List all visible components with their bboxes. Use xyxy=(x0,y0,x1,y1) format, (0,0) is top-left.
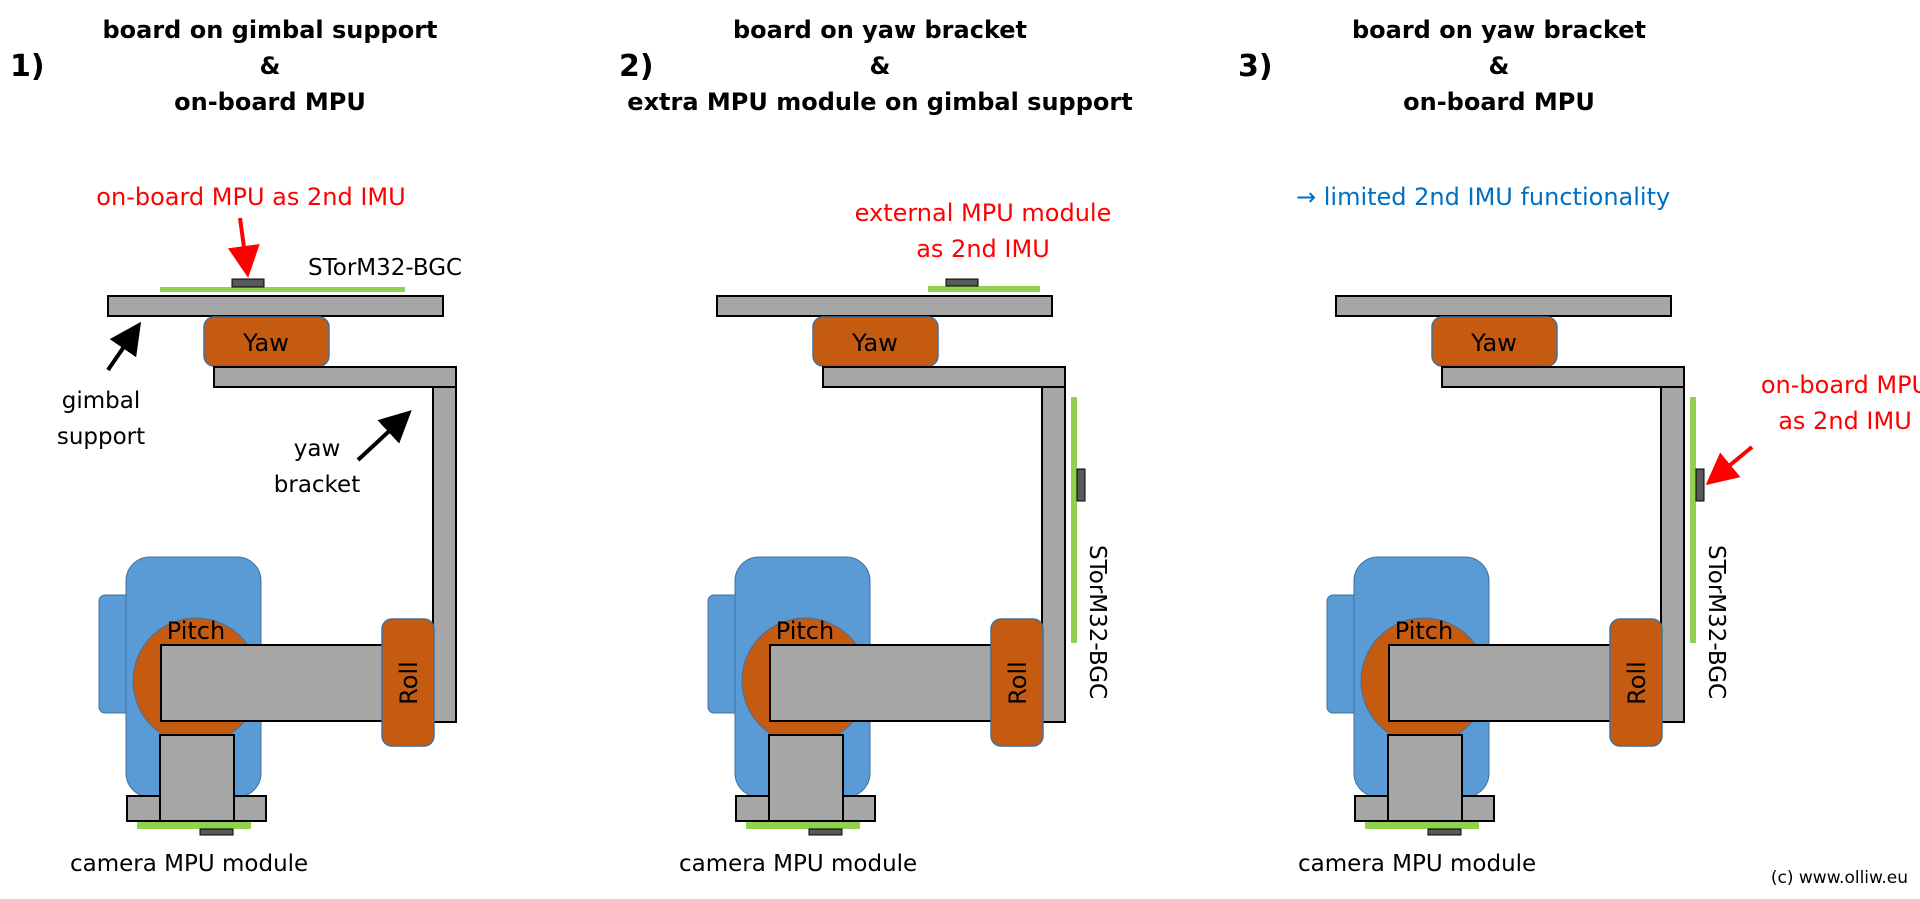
panel-title-line-1: board on gimbal support xyxy=(102,16,437,44)
panel-title-line-2: & xyxy=(1489,52,1510,80)
camera-label: camera MPU module xyxy=(70,851,308,877)
panel-1: 1) board on gimbal support & on-board MP… xyxy=(10,16,462,877)
pitch-arm-vertical xyxy=(768,734,844,822)
panel-title-line-3: extra MPU module on gimbal support xyxy=(627,88,1132,116)
panel-number: 3) xyxy=(1238,49,1273,84)
yaw-bracket-horizontal xyxy=(1441,366,1685,388)
panel-number: 2) xyxy=(619,49,654,84)
pcb-board xyxy=(1071,397,1077,643)
panel-title-line-2: & xyxy=(870,52,891,80)
yaw-bracket-vertical xyxy=(1041,386,1066,723)
panel-title-line-3: on-board MPU xyxy=(1403,88,1595,116)
red-arrow-icon xyxy=(227,217,260,278)
yaw-motor-label: Yaw xyxy=(1470,329,1517,357)
mpu-note-line-1: external MPU module xyxy=(855,199,1112,227)
black-arrow-icon xyxy=(106,321,142,372)
black-arrow-icon xyxy=(356,410,412,462)
pitch-motor-label: Pitch xyxy=(776,617,834,645)
panel-title-line-2: & xyxy=(260,52,281,80)
gimbal-support-label-2: support xyxy=(57,424,145,450)
limited-functionality-note: → limited 2nd IMU functionality xyxy=(1296,183,1670,211)
camera-mpu-pcb xyxy=(746,822,860,829)
pitch-motor-label: Pitch xyxy=(167,617,225,645)
yaw-motor-label: Yaw xyxy=(242,329,289,357)
panel-title-line-3: on-board MPU xyxy=(174,88,366,116)
mpu-note-line-2: as 2nd IMU xyxy=(916,235,1050,263)
yaw-motor-label: Yaw xyxy=(851,329,898,357)
pitch-arm-vertical xyxy=(1387,734,1463,822)
pcb-board xyxy=(1690,397,1696,643)
pitch-motor-label: Pitch xyxy=(1395,617,1453,645)
camera-mpu-pcb xyxy=(1365,822,1479,829)
gimbal-support-label-1: gimbal xyxy=(62,388,140,414)
roll-motor-label: Roll xyxy=(1623,661,1651,705)
mpu-chip xyxy=(1076,468,1086,502)
mpu-note: on-board MPU as 2nd IMU xyxy=(96,183,405,211)
mpu-note-line-1: on-board MPU xyxy=(1761,371,1920,399)
gimbal-support-plate xyxy=(716,295,1053,317)
panel-title-line-1: board on yaw bracket xyxy=(1352,16,1646,44)
roll-arm xyxy=(1388,644,1612,722)
yaw-bracket-vertical xyxy=(432,386,457,723)
yaw-bracket-vertical xyxy=(1660,386,1685,723)
external-mpu-pcb xyxy=(928,286,1040,292)
mpu-chip xyxy=(1695,468,1705,502)
yaw-bracket-horizontal xyxy=(213,366,457,388)
gimbal-support-plate xyxy=(107,295,444,317)
yaw-bracket-horizontal xyxy=(822,366,1066,388)
roll-arm xyxy=(160,644,384,722)
camera-mpu-pcb xyxy=(137,822,251,829)
camera-mpu-chip xyxy=(808,828,843,836)
panel-2: 2) board on yaw bracket & extra MPU modu… xyxy=(619,16,1133,877)
yaw-bracket-label-2: bracket xyxy=(274,472,360,498)
panel-number: 1) xyxy=(10,49,45,84)
gimbal-support-plate xyxy=(1335,295,1672,317)
external-mpu-chip xyxy=(945,278,979,287)
panel-3: 3) board on yaw bracket & on-board MPU →… xyxy=(1238,16,1920,877)
mpu-chip xyxy=(231,278,265,288)
camera-mpu-chip xyxy=(199,828,234,836)
yaw-bracket-label-1: yaw xyxy=(294,436,341,462)
camera-label: camera MPU module xyxy=(679,851,917,877)
pcb-board xyxy=(160,287,405,292)
red-arrow-icon xyxy=(1705,445,1754,486)
roll-motor-label: Roll xyxy=(395,661,423,705)
roll-arm xyxy=(769,644,993,722)
mpu-note-line-2: as 2nd IMU xyxy=(1778,407,1912,435)
board-label: STorM32-BGC xyxy=(308,255,462,281)
roll-motor xyxy=(381,618,435,747)
board-label: STorM32-BGC xyxy=(1084,545,1110,699)
camera-mpu-chip xyxy=(1427,828,1462,836)
roll-motor xyxy=(1609,618,1663,747)
roll-motor xyxy=(990,618,1044,747)
camera-label: camera MPU module xyxy=(1298,851,1536,877)
copyright: (c) www.olliw.eu xyxy=(1771,868,1908,888)
panel-title-line-1: board on yaw bracket xyxy=(733,16,1027,44)
pitch-arm-vertical xyxy=(159,734,235,822)
roll-motor-label: Roll xyxy=(1004,661,1032,705)
board-label: STorM32-BGC xyxy=(1703,545,1729,699)
